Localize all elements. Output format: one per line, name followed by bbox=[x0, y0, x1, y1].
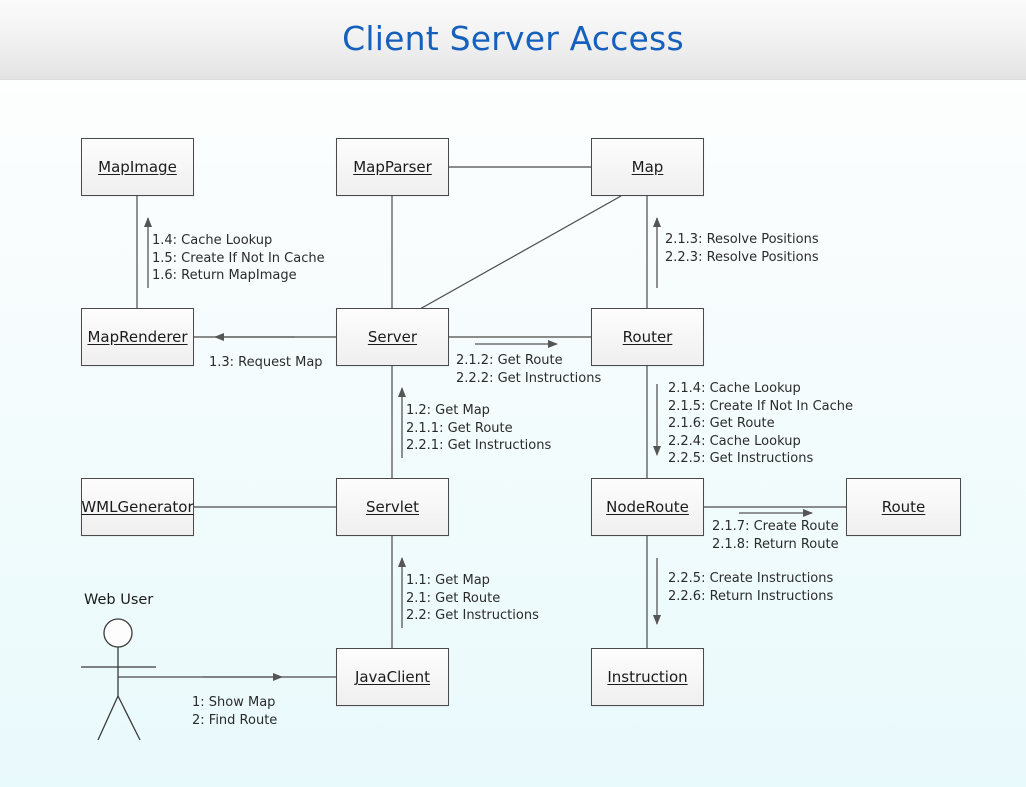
node-label: Server bbox=[367, 328, 418, 346]
message-server-to-router: 2.1.2: Get Route 2.2.2: Get Instructions bbox=[456, 353, 602, 386]
node-mapimage[interactable]: MapImage bbox=[81, 138, 194, 196]
web-user-label: Web User bbox=[84, 592, 154, 608]
node-map[interactable]: Map bbox=[591, 138, 704, 196]
page-title: Client Server Access bbox=[342, 19, 684, 58]
node-server[interactable]: Server bbox=[336, 308, 449, 366]
node-router[interactable]: Router bbox=[591, 308, 704, 366]
node-noderoute[interactable]: NodeRoute bbox=[591, 478, 704, 536]
page-header: Client Server Access bbox=[0, 0, 1026, 80]
node-label: MapRenderer bbox=[87, 328, 188, 346]
node-route[interactable]: Route bbox=[846, 478, 961, 536]
node-label: WMLGenerator bbox=[81, 498, 194, 516]
node-label: Route bbox=[881, 498, 926, 516]
node-maprenderer[interactable]: MapRenderer bbox=[81, 308, 194, 366]
node-label: Instruction bbox=[607, 668, 688, 686]
message-maprenderer-to-mapimage: 1.4: Cache Lookup 1.5: Create If Not In … bbox=[152, 233, 325, 283]
message-noderoute-to-route: 2.1.7: Create Route 2.1.8: Return Route bbox=[712, 519, 839, 552]
node-label: NodeRoute bbox=[606, 498, 689, 516]
node-servlet[interactable]: Servlet bbox=[336, 478, 449, 536]
node-label: Router bbox=[622, 328, 673, 346]
node-label: JavaClient bbox=[354, 668, 431, 686]
node-javaclient[interactable]: JavaClient bbox=[336, 648, 449, 706]
message-router-to-noderoute: 2.1.4: Cache Lookup 2.1.5: Create If Not… bbox=[668, 381, 854, 466]
node-label: Servlet bbox=[365, 498, 420, 516]
node-label: Map bbox=[631, 158, 664, 176]
message-server-to-maprenderer: 1.3: Request Map bbox=[209, 355, 323, 370]
node-label: MapImage bbox=[98, 158, 177, 176]
message-noderoute-to-instruction: 2.2.5: Create Instructions 2.2.6: Return… bbox=[668, 571, 834, 604]
message-webuser-to-javaclient: 1: Show Map 2: Find Route bbox=[192, 695, 278, 728]
node-mapparser[interactable]: MapParser bbox=[336, 138, 449, 196]
message-javaclient-to-servlet: 1.1: Get Map 2.1: Get Route 2.2: Get Ins… bbox=[406, 573, 539, 623]
node-wmlgenerator[interactable]: WMLGenerator bbox=[81, 478, 194, 536]
message-router-to-map: 2.1.3: Resolve Positions 2.2.3: Resolve … bbox=[665, 232, 819, 265]
message-servlet-to-server: 1.2: Get Map 2.1.1: Get Route 2.2.1: Get… bbox=[406, 403, 552, 453]
node-instruction[interactable]: Instruction bbox=[591, 648, 704, 706]
node-label: MapParser bbox=[353, 158, 432, 176]
